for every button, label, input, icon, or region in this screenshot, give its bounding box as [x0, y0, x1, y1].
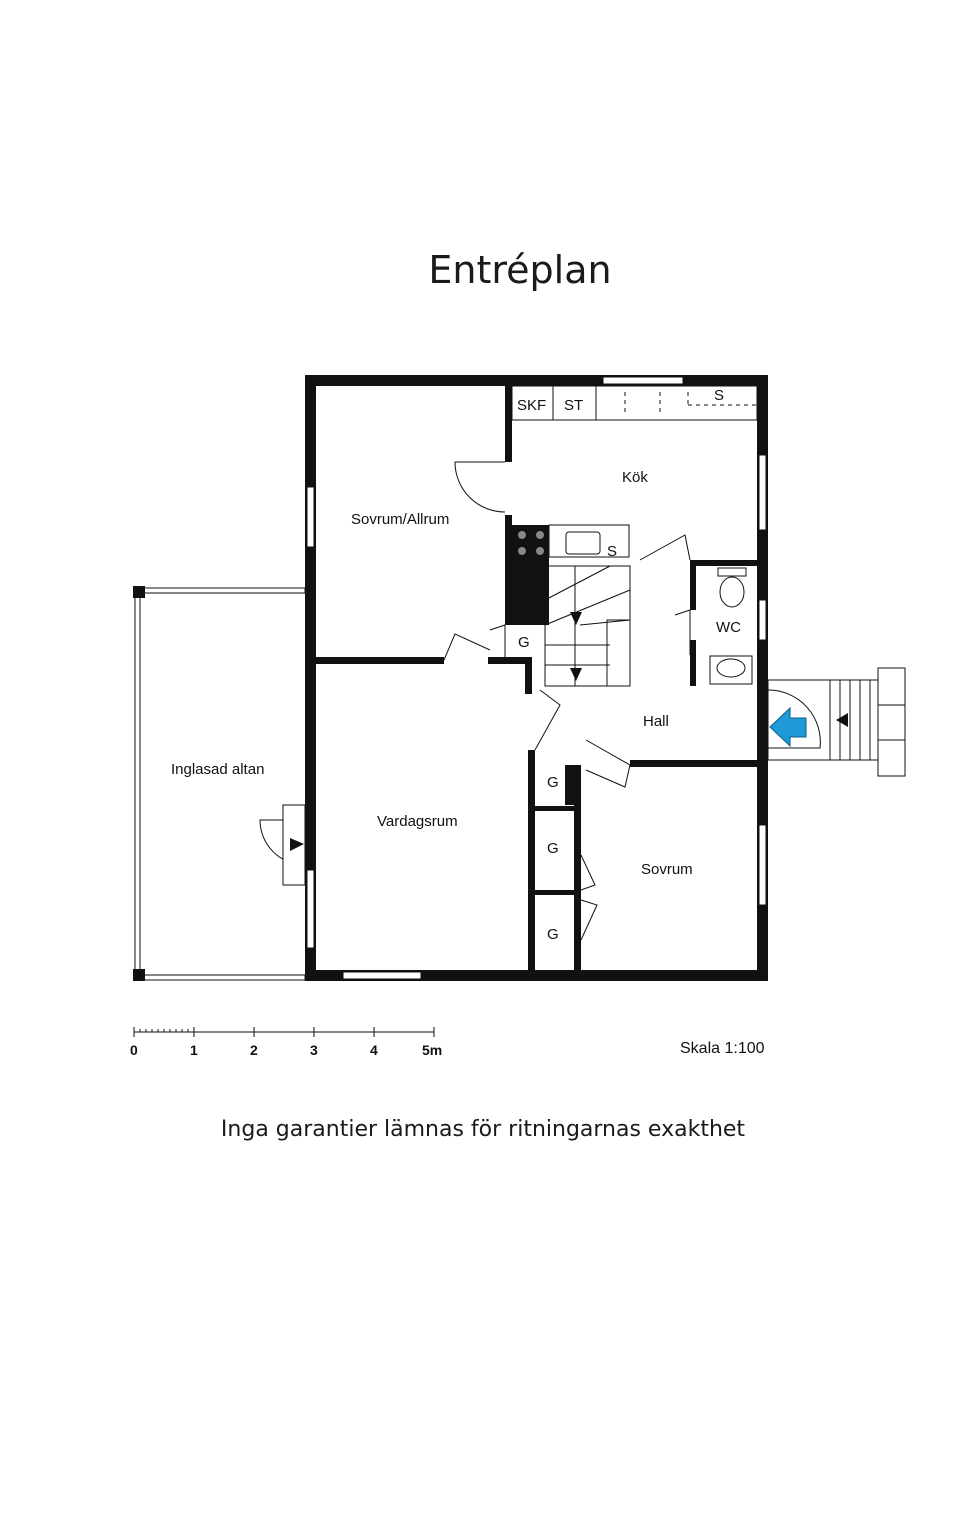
label-kok: Kök	[622, 469, 648, 486]
wc-fixtures	[709, 567, 753, 685]
label-g3: G	[547, 926, 559, 943]
label-sovrum: Sovrum	[641, 861, 693, 878]
label-hall: Hall	[643, 713, 669, 730]
stove	[511, 525, 549, 625]
scale-bar	[133, 1027, 435, 1037]
page-title: Entréplan	[428, 248, 612, 292]
label-s-top: S	[714, 387, 724, 404]
exterior-walls	[305, 375, 768, 981]
label-sovrum-allrum: Sovrum/Allrum	[351, 511, 449, 528]
label-inglasad-altan: Inglasad altan	[171, 761, 264, 778]
entrance-steps	[767, 667, 906, 777]
doors	[259, 461, 821, 941]
staircase	[544, 565, 631, 687]
scale-tick-0: 0	[130, 1042, 138, 1058]
entrance-step-arrow	[836, 713, 848, 727]
scale-tick-4: 4	[370, 1042, 378, 1058]
scale-label: Skala 1:100	[680, 1040, 765, 1057]
label-g2: G	[547, 840, 559, 857]
entrance-arrow-icon	[769, 706, 807, 748]
scale-tick-5m: 5m	[422, 1042, 442, 1058]
scale-tick-3: 3	[310, 1042, 318, 1058]
disclaimer: Inga garantier lämnas för ritningarnas e…	[220, 1117, 746, 1142]
windows	[306, 376, 767, 980]
label-wc: WC	[716, 619, 741, 636]
label-st: ST	[564, 397, 583, 414]
scale-tick-1: 1	[190, 1042, 198, 1058]
label-skf: SKF	[517, 397, 546, 414]
label-vardagsrum: Vardagsrum	[377, 813, 458, 830]
interior-walls	[316, 386, 757, 970]
label-g1: G	[547, 774, 559, 791]
label-s-sink: S	[607, 543, 617, 560]
stair-arrows	[570, 612, 582, 681]
scale-tick-2: 2	[250, 1042, 258, 1058]
kitchen-counter	[511, 385, 758, 558]
glazed-porch	[133, 586, 306, 981]
label-g-stair: G	[518, 634, 530, 651]
